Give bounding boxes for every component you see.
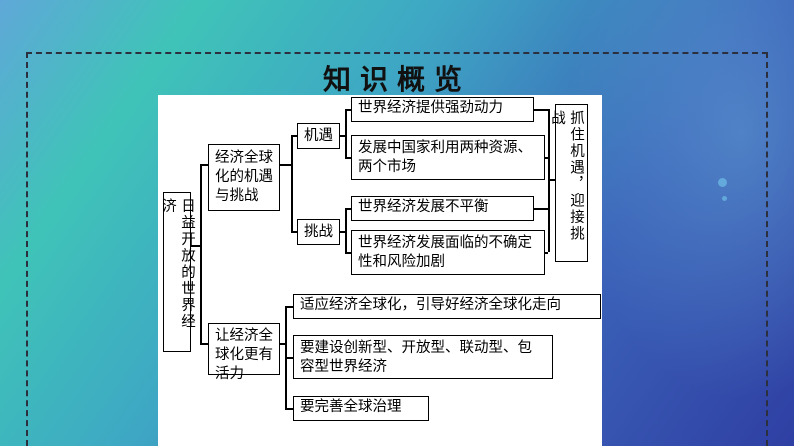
connector: [345, 109, 351, 111]
decor-dot: [718, 178, 727, 187]
connector: [345, 208, 347, 252]
connector: [345, 252, 351, 254]
vitality-item: 要建设创新型、开放型、联动型、包容型世界经济: [293, 335, 553, 379]
vitality-item: 适应经济全球化，引导好经济全球化走向: [293, 294, 601, 319]
vitality-item: 要完善全球治理: [293, 396, 429, 421]
connector: [190, 245, 200, 247]
connector: [291, 135, 293, 231]
connector: [285, 306, 293, 308]
connector: [544, 157, 548, 159]
decor-dot: [722, 196, 727, 201]
connector: [534, 109, 548, 111]
connector: [339, 135, 345, 137]
challenge-item: 世界经济发展面临的不确定性和风险加剧: [351, 230, 545, 275]
connector: [345, 157, 351, 159]
connector: [285, 408, 293, 410]
connector: [534, 208, 548, 210]
connector: [200, 164, 208, 166]
opportunity-item: 发展中国家利用两种资源、两个市场: [351, 135, 545, 180]
challenge-item: 世界经济发展不平衡: [351, 196, 534, 221]
opportunity-item: 世界经济提供强劲动力: [351, 97, 534, 122]
conclusion-node: 抓住机遇，迎接挑战: [549, 104, 588, 262]
connector: [291, 135, 297, 137]
connector: [291, 231, 297, 233]
connector: [279, 343, 285, 345]
branch-node-vitality: 让经济全球化更有活力: [208, 323, 280, 382]
connector: [339, 231, 345, 233]
node-opportunity: 机遇: [297, 123, 340, 149]
branch-node-globalization: 经济全球化的机遇与挑战: [208, 144, 280, 211]
connector: [544, 252, 548, 254]
root-node: 日益开放的世界经济: [160, 192, 195, 352]
connector: [548, 179, 555, 181]
page-title: 知识概览: [322, 63, 471, 96]
connector: [285, 357, 293, 359]
connector: [200, 164, 202, 343]
knowledge-diagram: 日益开放的世界经济 经济全球化的机遇与挑战 机遇 挑战 世界经济提供强劲动力 发…: [158, 95, 602, 446]
dashed-frame: [26, 52, 768, 446]
connector: [345, 109, 347, 157]
connector: [279, 164, 291, 166]
node-challenge: 挑战: [297, 219, 340, 245]
connector: [200, 343, 208, 345]
connector: [345, 208, 351, 210]
